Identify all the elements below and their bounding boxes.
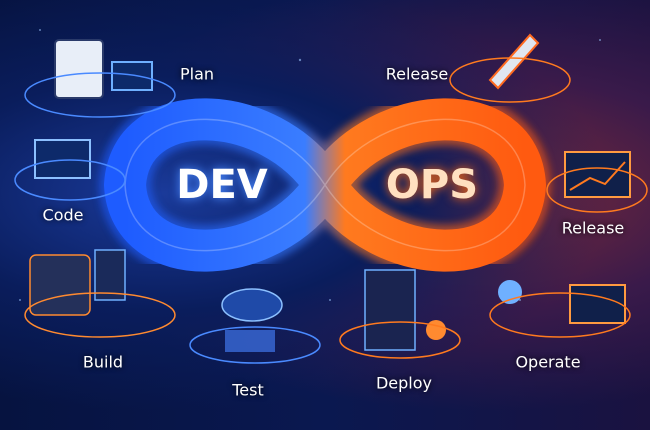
chart-monitor-icon: [111, 61, 153, 91]
infinity-loop: [103, 98, 547, 272]
orbit-rings: [14, 57, 648, 364]
monitor-chart-icon: [564, 151, 631, 198]
stage-label-operate: Operate: [515, 352, 581, 372]
server-icon: [94, 249, 126, 301]
laptop-dashboard-icon: [569, 284, 626, 324]
stage-label-plan: Plan: [179, 64, 215, 84]
ops-label: OPS: [385, 162, 479, 208]
clipboard-icon: [54, 39, 104, 99]
rocket-icon: [488, 33, 540, 90]
gear-icon: [426, 320, 446, 340]
stage-label-code: Code: [42, 205, 84, 225]
server-rack-icon: [364, 269, 416, 351]
stage-label-test: Test: [232, 380, 264, 400]
stage-label-build: Build: [82, 352, 124, 372]
stage-icons: [29, 33, 631, 352]
dev-label: DEV: [176, 162, 268, 208]
cubes-icon: [225, 330, 275, 352]
laptop-icon: [34, 139, 91, 179]
stage-label-deploy: Deploy: [375, 373, 433, 393]
gear-icon: [498, 280, 522, 304]
stage-label-release-right: Release: [561, 218, 625, 238]
robot-arm-icon: [29, 254, 91, 316]
stage-label-release-top: Release: [385, 64, 449, 84]
cloud-icon: [221, 288, 283, 322]
